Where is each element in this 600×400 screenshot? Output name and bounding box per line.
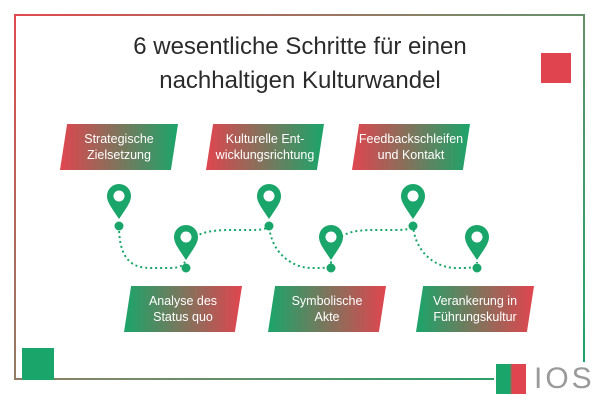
logo-text: IOS xyxy=(534,362,595,395)
step-3-box: Kulturelle Ent- wicklungsrichtung xyxy=(206,124,324,170)
red-square-decoration xyxy=(541,53,571,83)
pin-2-icon xyxy=(174,225,198,273)
title-line-2: nachhaltigen Kulturwandel xyxy=(159,67,441,94)
step-4-label: Symbolische Akte xyxy=(291,294,363,324)
step-2-box: Analyse des Status quo xyxy=(124,286,242,332)
ios-logo: IOS xyxy=(494,362,595,396)
pin-5-icon xyxy=(401,184,425,231)
step-1-box: Strategische Zielsetzung xyxy=(60,124,178,170)
pin-3-icon xyxy=(257,184,281,231)
step-2-label: Analyse des Status quo xyxy=(148,294,218,324)
dotted-route-line xyxy=(118,221,478,269)
title-line-1: 6 wesentliche Schritte für einen xyxy=(133,33,467,60)
logo-mark-icon xyxy=(496,364,526,394)
step-1-label: Strategische Zielsetzung xyxy=(84,132,154,162)
step-3-label: Kulturelle Ent- wicklungsrichtung xyxy=(215,132,315,162)
pin-1-icon xyxy=(107,184,131,231)
step-4-box: Symbolische Akte xyxy=(268,286,386,332)
page-title: 6 wesentliche Schritte für einen nachhal… xyxy=(60,30,540,98)
pin-6-icon xyxy=(465,225,489,273)
step-5-label: Feedbackschleifen und Kontakt xyxy=(358,132,464,162)
pin-4-icon xyxy=(319,225,343,273)
step-5-box: Feedbackschleifen und Kontakt xyxy=(352,124,470,170)
step-6-box: Verankerung in Führungskultur xyxy=(416,286,534,332)
green-square-decoration xyxy=(22,348,54,380)
step-6-label: Verankerung in Führungskultur xyxy=(432,294,518,324)
